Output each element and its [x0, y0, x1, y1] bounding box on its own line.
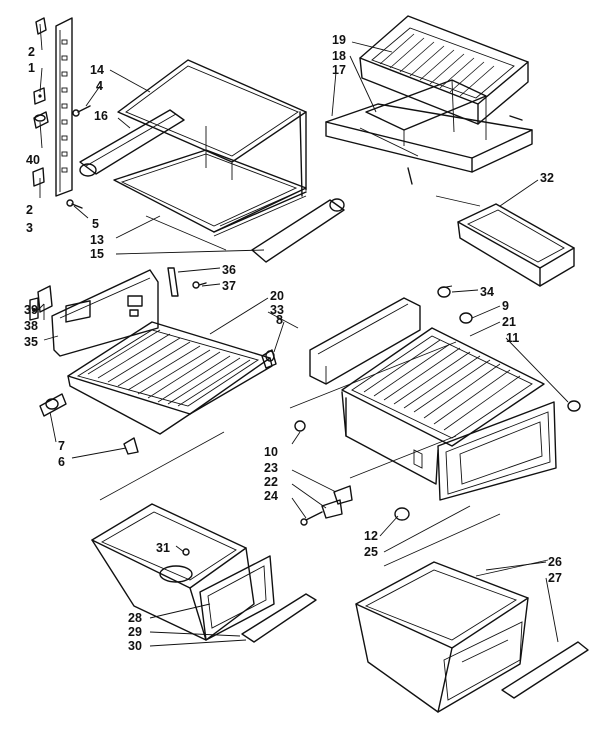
- crisper-handle-27: [501, 641, 589, 699]
- drawer-body: [341, 391, 439, 485]
- callout-3: 3: [26, 221, 33, 235]
- callout-17: 17: [332, 63, 346, 77]
- callout-20: 20: [270, 289, 284, 303]
- callout-2b: 2: [26, 203, 33, 217]
- drawer-roller-11: [567, 400, 581, 412]
- callout-29: 29: [128, 625, 142, 639]
- callout-1: 1: [28, 61, 35, 75]
- callout-12: 12: [364, 529, 378, 543]
- callout-31: 31: [156, 541, 170, 555]
- lever-39: [29, 297, 39, 321]
- rail-screw: [66, 199, 83, 209]
- crisper-handle-30: [241, 593, 317, 643]
- drawer-roller-10: [294, 420, 306, 432]
- callout-28: 28: [128, 611, 142, 625]
- callout-16: 16: [94, 109, 108, 123]
- callout-36: 36: [222, 263, 236, 277]
- lever-38: [37, 285, 53, 313]
- drawer-cover-33: [309, 297, 421, 385]
- callout-13: 13: [90, 233, 104, 247]
- crisper-front-29: [199, 555, 275, 641]
- callout-21: 21: [502, 315, 516, 329]
- shelf-support-rail: [55, 17, 73, 197]
- wire-shelf-20: [67, 321, 273, 435]
- callout-10: 10: [264, 445, 278, 459]
- callout-38: 38: [24, 319, 38, 333]
- deli-drawer-divider: [365, 79, 487, 146]
- shelf-rear-trim-16: [79, 109, 185, 177]
- crisper-pan-28: [91, 503, 255, 641]
- callout-26: 26: [548, 555, 562, 569]
- rail-bracket-1: [33, 87, 46, 105]
- callout-25: 25: [364, 545, 378, 559]
- shelf-front-trim-15: [251, 198, 345, 263]
- shelf-bracket-7: [39, 393, 67, 417]
- deli-drawer-frame: [325, 103, 533, 185]
- rail-screw-4: [72, 105, 91, 117]
- shelf-clip-6: [123, 437, 139, 455]
- callout-4: 4: [96, 79, 103, 93]
- shelf-side-rails: [205, 111, 307, 197]
- rail-clip-bottom: [32, 167, 45, 187]
- shelf-clip-8: [261, 349, 277, 369]
- tray-32: [457, 203, 575, 287]
- callout-19: 19: [332, 33, 346, 47]
- callout-23: 23: [264, 461, 278, 475]
- bracket-screw-37: [192, 281, 207, 289]
- callout-30: 30: [128, 639, 142, 653]
- callout-8: 8: [276, 313, 283, 327]
- rail-bushing-40: [33, 111, 49, 129]
- callout-15: 15: [90, 247, 104, 261]
- drawer-spring-22: [321, 499, 343, 519]
- bracket-pin-36: [167, 267, 179, 297]
- callout-24: 24: [264, 489, 278, 503]
- drawer-slide-23: [333, 485, 353, 505]
- callout-37: 37: [222, 279, 236, 293]
- drawer-roller-34: [437, 285, 453, 298]
- leader-lines: [37, 23, 569, 647]
- callout-14: 14: [90, 63, 104, 77]
- callout-32: 32: [540, 171, 554, 185]
- drawer-wire-shelf-21: [341, 327, 545, 447]
- callout-18: 18: [332, 49, 346, 63]
- deli-drawer-cover: [359, 15, 529, 125]
- shelf-glass-panel: [113, 149, 307, 237]
- drawer-roller-9: [459, 312, 473, 324]
- callout-34: 34: [480, 285, 494, 299]
- callout-35: 35: [24, 335, 38, 349]
- crisper-pan-26: [355, 561, 529, 713]
- callout-6: 6: [58, 455, 65, 469]
- crisper-screw-31: [182, 548, 190, 556]
- drawer-screw-24: [300, 511, 323, 526]
- drawer-front-panel: [437, 401, 557, 501]
- callout-9: 9: [502, 299, 509, 313]
- callout-27: 27: [548, 571, 562, 585]
- callout-2: 2: [28, 45, 35, 59]
- callout-40: 40: [26, 153, 40, 167]
- control-bracket-35: [51, 269, 159, 357]
- rail-clip-top: [35, 17, 47, 35]
- drawer-cam-12: [394, 507, 410, 521]
- callout-5: 5: [92, 217, 99, 231]
- callout-11: 11: [506, 331, 519, 345]
- glass-shelf-frame: [117, 59, 307, 163]
- callout-labels: 2 1 40 2 3 14 4 16 5 13 15 19 18 17 32 3…: [24, 33, 562, 653]
- callout-7: 7: [58, 439, 65, 453]
- callout-33: 33: [270, 303, 284, 317]
- callout-22: 22: [264, 475, 278, 489]
- assembly-guide-lines: [99, 195, 549, 577]
- callout-39: 39: [24, 303, 38, 317]
